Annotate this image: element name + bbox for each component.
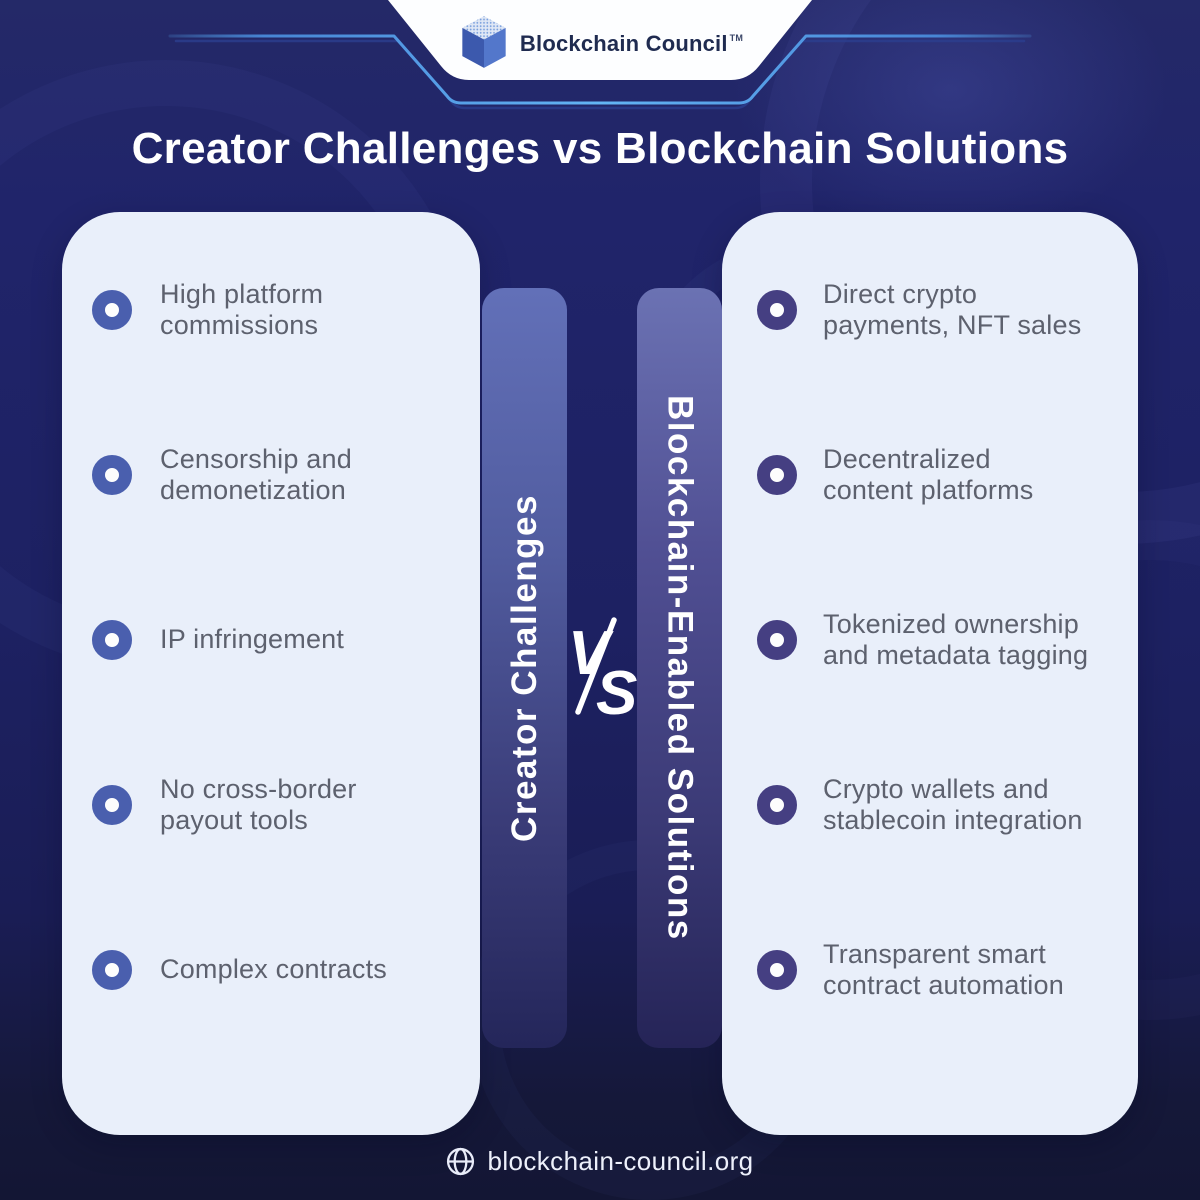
solutions-column: Blockchain-Enabled Solutions [637, 288, 722, 1048]
bullet-icon [757, 454, 797, 495]
vs-slash [575, 617, 617, 715]
item-label: Transparent smart contract automation [823, 938, 1064, 1000]
header-accent-line [168, 34, 1032, 105]
list-item: Decentralized content platforms [722, 392, 1138, 557]
solutions-list: Direct crypto payments, NFT sales Decent… [722, 227, 1138, 1052]
list-item: Complex contracts [62, 887, 480, 1052]
trademark-mark: TM [729, 32, 744, 43]
cube-icon [462, 16, 506, 68]
list-item: High platform commissions [62, 227, 480, 392]
page-title: Creator Challenges vs Blockchain Solutio… [131, 124, 1069, 173]
bullet-icon [757, 619, 797, 660]
list-item: Censorship and demonetization [62, 392, 480, 557]
list-item: Tokenized ownership and metadata tagging [722, 557, 1138, 722]
solutions-panel: Direct crypto payments, NFT sales Decent… [722, 212, 1138, 1135]
bullet-icon [757, 289, 797, 330]
item-label: Decentralized content platforms [823, 443, 1034, 505]
bullet-icon [92, 949, 132, 990]
bullet-icon [92, 784, 132, 825]
bullet-icon [757, 949, 797, 990]
item-label: Crypto wallets and stablecoin integratio… [823, 773, 1083, 835]
bullet-icon [757, 784, 797, 825]
item-label: Complex contracts [160, 954, 387, 984]
footer: blockchain-council.org [0, 1146, 1200, 1177]
bullet-icon [92, 619, 132, 660]
item-label: High platform commissions [160, 278, 324, 340]
challenges-column-label: Creator Challenges [504, 494, 544, 842]
list-item: No cross-border payout tools [62, 722, 480, 887]
challenges-column: Creator Challenges [482, 288, 567, 1048]
list-item: Direct crypto payments, NFT sales [722, 227, 1138, 392]
item-label: Censorship and demonetization [160, 443, 352, 505]
bullet-icon [92, 289, 132, 330]
solutions-column-label: Blockchain-Enabled Solutions [660, 395, 700, 941]
list-item: Transparent smart contract automation [722, 887, 1138, 1052]
header-accent-line-shadow [174, 39, 1026, 110]
item-label: No cross-border payout tools [160, 773, 357, 835]
list-item: IP infringement [62, 557, 480, 722]
item-label: IP infringement [160, 624, 345, 654]
globe-icon [447, 1147, 475, 1176]
list-item: Crypto wallets and stablecoin integratio… [722, 722, 1138, 887]
vs-letter-s: S [596, 659, 637, 720]
challenges-panel: High platform commissions Censorship and… [62, 212, 480, 1135]
item-label: Tokenized ownership and metadata tagging [823, 608, 1089, 670]
challenges-list: High platform commissions Censorship and… [62, 227, 480, 1052]
website-link[interactable]: blockchain-council.org [487, 1146, 754, 1176]
item-label: Direct crypto payments, NFT sales [823, 278, 1082, 340]
bullet-icon [92, 454, 132, 495]
vs-badge: V S [568, 617, 637, 720]
